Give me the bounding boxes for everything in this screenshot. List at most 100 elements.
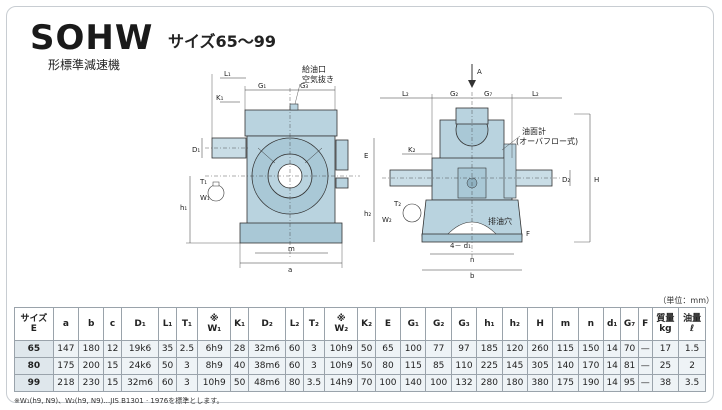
dim-G3: G₃ xyxy=(300,82,308,90)
table-cell: 14 xyxy=(602,374,622,392)
table-cell: 170 xyxy=(577,357,605,375)
series-title: SOHW xyxy=(30,18,154,58)
table-header-cell: h₁ xyxy=(476,307,503,341)
table-cell: 8h9 xyxy=(197,357,232,375)
table-header-cell: K₂ xyxy=(357,307,376,341)
dim-K1: K₁ xyxy=(216,94,224,102)
dim-L1: L₁ xyxy=(224,70,231,78)
table-cell: 218 xyxy=(52,374,80,392)
dim-L2-right: L₂ xyxy=(532,90,539,98)
size-range: サイズ65～99 xyxy=(168,32,277,51)
table-header-cell: T₂ xyxy=(302,307,326,341)
table-cell: 1.5 xyxy=(678,340,706,358)
oil-gauge-sub-label: (オーバフロー式) xyxy=(516,136,578,146)
footnote: ※W₁(h9, N9)、W₂(h9, N9)…JIS B1301 · 1976を… xyxy=(14,397,224,405)
table-header-cell: h₂ xyxy=(501,307,528,341)
table-header-cell: ※W₂ xyxy=(324,307,359,341)
table-cell: — xyxy=(637,357,653,375)
table-cell: 6h9 xyxy=(197,340,232,358)
dim-m: m xyxy=(288,245,295,253)
dim-D1: D₁ xyxy=(192,146,200,154)
table-cell: 85 xyxy=(425,357,452,375)
table-cell: 3.5 xyxy=(678,374,706,392)
table-cell: 80 xyxy=(374,357,402,375)
table-header-cell: F xyxy=(637,307,653,341)
table-cell: 150 xyxy=(577,340,605,358)
table-cell: 48m6 xyxy=(247,374,287,392)
table-cell: 190 xyxy=(577,374,605,392)
drain-label: 排油穴 xyxy=(488,216,512,226)
table-cell: 100 xyxy=(425,374,452,392)
table-cell: 3 xyxy=(302,357,326,375)
table-cell: 10h9 xyxy=(324,340,359,358)
table-cell: 50 xyxy=(357,357,376,375)
dim-h1: h₁ xyxy=(180,204,187,212)
table-header-cell: T₁ xyxy=(175,307,199,341)
table-cell: 260 xyxy=(526,340,554,358)
table-header-cell: D₁ xyxy=(120,307,160,341)
table-cell: 10h9 xyxy=(197,374,232,392)
table-cell: 2.5 xyxy=(175,340,199,358)
table-header-cell: c xyxy=(103,307,122,341)
oil-inlet-label: 給油口 xyxy=(302,64,326,74)
table-cell: 100 xyxy=(374,374,402,392)
dim-d1: 4－ d₁ xyxy=(450,242,471,250)
table-header-cell: n xyxy=(577,307,605,341)
table-header-cell: b xyxy=(78,307,105,341)
table-header-cell: K₁ xyxy=(230,307,249,341)
table-header-cell: d₁ xyxy=(602,307,622,341)
table-cell: 50 xyxy=(357,340,376,358)
dim-h2: h₂ xyxy=(364,210,371,218)
table-cell: 32m6 xyxy=(247,340,287,358)
dim-W2: W₂ xyxy=(382,216,392,224)
table-cell: — xyxy=(637,340,653,358)
table-cell: 3 xyxy=(175,374,199,392)
dim-n: n xyxy=(470,256,474,264)
table-cell: 14 xyxy=(602,357,622,375)
table-header-cell: L₂ xyxy=(285,307,304,341)
table-cell: 80 xyxy=(285,374,304,392)
dim-E: E xyxy=(364,152,368,160)
dim-W1: W₁ xyxy=(200,194,210,202)
table-cell: 2 xyxy=(678,357,706,375)
dim-T1: T₁ xyxy=(199,178,207,186)
oil-gauge-label: 油面計 xyxy=(522,126,546,136)
unit-label: （単位：mm） xyxy=(658,296,714,305)
table-header-cell: a xyxy=(52,307,80,341)
dim-H: H xyxy=(594,176,599,184)
table-header-cell: D₂ xyxy=(247,307,287,341)
table-cell: 65 xyxy=(374,340,402,358)
table-cell: 180 xyxy=(78,340,105,358)
table-cell: 77 xyxy=(425,340,452,358)
row-size-cell: 80 xyxy=(14,357,54,375)
table-cell: 132 xyxy=(450,374,478,392)
table-header-cell: G₁ xyxy=(400,307,427,341)
table-cell: 19k6 xyxy=(120,340,160,358)
table-cell: 28 xyxy=(230,340,249,358)
table-cell: 380 xyxy=(526,374,554,392)
table-cell: 3 xyxy=(302,340,326,358)
table-cell: 70 xyxy=(357,374,376,392)
table-header-cell: ※W₁ xyxy=(197,307,232,341)
dim-K2: K₂ xyxy=(408,146,416,154)
table-cell: 50 xyxy=(230,374,249,392)
table-cell: 15 xyxy=(103,374,122,392)
table-cell: 230 xyxy=(78,374,105,392)
table-cell: 32m6 xyxy=(120,374,160,392)
side-view: L₁ G₁ G₃ K₁ D₁ T₁ W₁ h₁ m a 給油口 空気抜き xyxy=(180,64,360,274)
table-cell: 110 xyxy=(450,357,478,375)
table-header-cell: m xyxy=(552,307,579,341)
table-cell: 17 xyxy=(651,340,680,358)
front-view: A xyxy=(364,64,599,280)
air-vent-label: 空気抜き xyxy=(302,74,334,84)
table-cell: 38m6 xyxy=(247,357,287,375)
table-cell: 60 xyxy=(285,340,304,358)
table-cell: 115 xyxy=(552,340,579,358)
table-cell: 140 xyxy=(552,357,579,375)
